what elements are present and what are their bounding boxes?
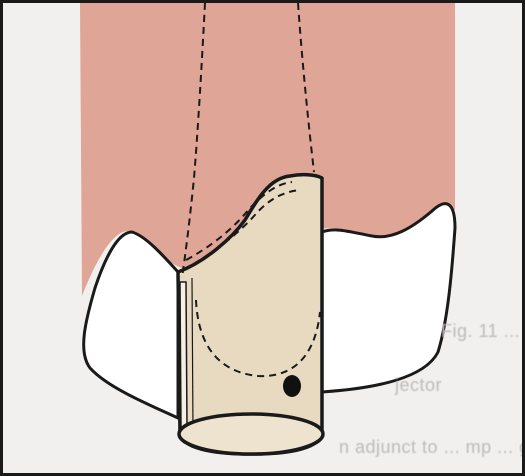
cylinder-dot <box>283 375 301 397</box>
cylinder-base <box>179 414 323 454</box>
background-text-line-2: jector <box>395 375 442 396</box>
background-text-line-3: n adjunct to ... mp ... gh <box>339 437 525 458</box>
cylinder-edge-strip <box>180 282 187 428</box>
background-text-line-1: Fig. 11 ... e ve <box>441 321 525 342</box>
dental-illustration <box>3 3 522 473</box>
